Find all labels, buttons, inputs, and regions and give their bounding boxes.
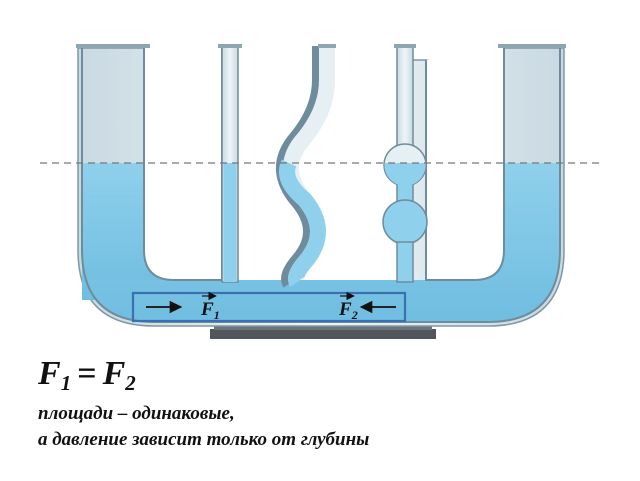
pressure-layer-frame	[131, 291, 407, 323]
rim-right-wide	[498, 44, 566, 48]
curvy-tube-rim	[318, 44, 336, 48]
narrow-tube-water	[223, 163, 237, 282]
caption-line-pressure: а давление зависит только от глубины	[38, 429, 370, 450]
rim-narrow	[218, 44, 242, 48]
bulb-lower-glass	[382, 199, 428, 245]
force-label-f2: F2	[338, 299, 358, 322]
bulb-upper-water	[384, 163, 426, 186]
bulb-tube-stem-top	[396, 45, 414, 147]
force-equality-formula: F1=F2	[38, 355, 136, 395]
left-tube-inner-wall	[143, 46, 223, 281]
water-bottom-channel	[82, 163, 560, 322]
rim-left-wide	[76, 44, 150, 48]
curvy-tube-water	[279, 159, 326, 287]
stand-base	[210, 329, 436, 339]
caption-line-areas: площади – одинаковые,	[38, 403, 235, 424]
rim-bulb	[394, 44, 416, 48]
force-label-f1: F1	[200, 299, 220, 322]
bulb-tube-stem-bottom	[396, 241, 414, 283]
communicating-vessels-diagram: F1 F2	[40, 44, 600, 339]
